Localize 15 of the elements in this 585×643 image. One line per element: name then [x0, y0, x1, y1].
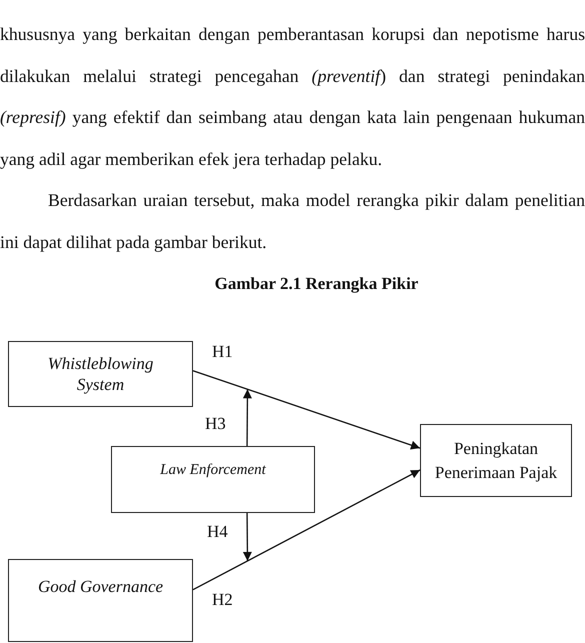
body-paragraph: Berdasarkan uraian tersebut, maka model rerangka pikir dalam penelitian ini dapat dilihat pada gambar berikut. [0, 189, 585, 254]
figure-title: Gambar 2.1 Rerangka Pikir [214, 274, 418, 293]
body-paragraph: khususnya yang berkaitan dengan pemberantasan korupsi dan nepotisme harus dilakukan melalui strategi pencegahan (preventif) dan strategi penindakan (represif) yang efektif dan seimbang atau dengan kata lain pengenaan hukuman yang adil agar memberikan efek jera terhadap pelaku. [0, 23, 585, 171]
arrow [242, 513, 252, 561]
variable-box [111, 446, 315, 513]
box-label: Good Governance [38, 576, 164, 598]
arrow [242, 389, 252, 446]
box-label: Peningkatan Penerimaan Pajak [434, 438, 558, 484]
box-label: Law Enforcement [160, 461, 266, 480]
variable-box [420, 424, 572, 497]
arrow [192, 469, 420, 590]
variable-box [8, 341, 193, 407]
arrow [192, 370, 420, 450]
box-label: Whistleblowing System [46, 353, 154, 395]
variable-box [8, 559, 193, 642]
